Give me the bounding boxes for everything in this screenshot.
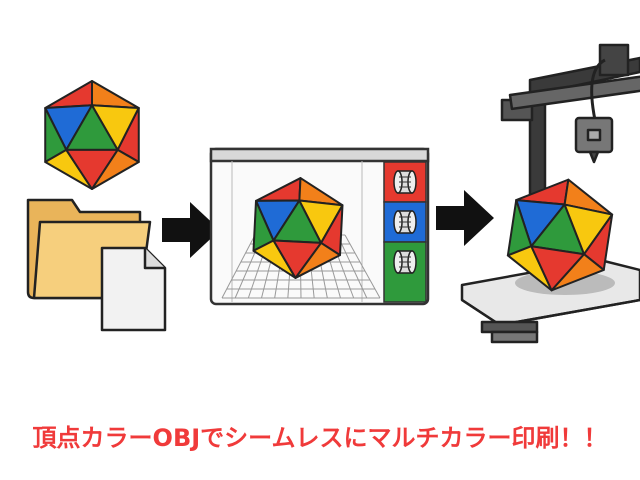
- grid-line: [221, 234, 256, 299]
- icosahedron-printing: [506, 178, 614, 292]
- icosahedron-preview: [252, 177, 344, 279]
- caption-text: 頂点カラーOBJでシームレスにマルチカラー印刷！！: [32, 424, 608, 452]
- icosahedron-model: [44, 80, 140, 190]
- file-icon: [100, 246, 167, 332]
- icosahedron-face: [91, 80, 140, 109]
- arrow-right-icon: [436, 190, 494, 246]
- spool-icon: [393, 250, 417, 274]
- grid-line: [344, 234, 381, 299]
- spool-icon: [393, 210, 417, 234]
- icosahedron-face: [91, 148, 140, 190]
- spool-icon: [393, 170, 417, 194]
- icosahedron-face: [294, 241, 341, 279]
- arrow-right-icon: [162, 202, 220, 258]
- slicer-window: [209, 147, 430, 306]
- filament-panel: [383, 161, 427, 303]
- grid-line: [337, 234, 368, 299]
- icosahedron-face: [44, 80, 93, 109]
- icosahedron-face: [550, 253, 605, 292]
